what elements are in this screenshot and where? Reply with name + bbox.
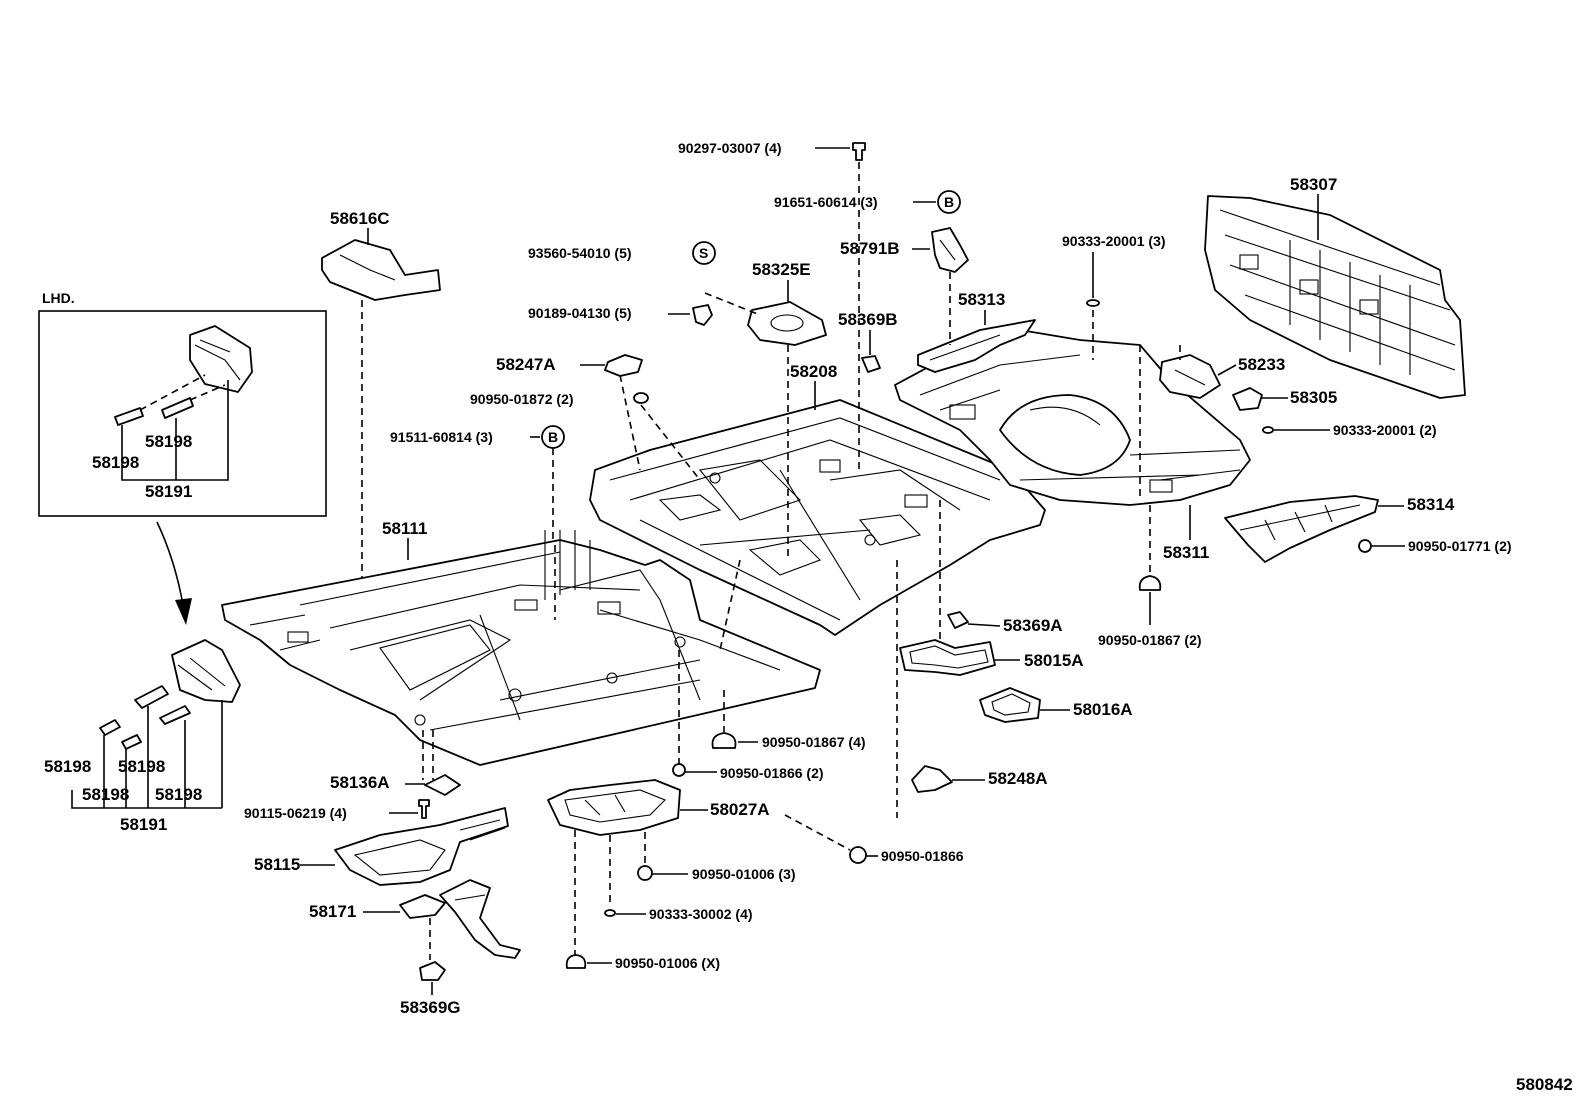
label-58305: 58305 [1290,388,1337,407]
bottom-left-bracket: 58198 58198 58198 58198 58191 [44,639,241,834]
part-58136A-shape [424,774,461,796]
part-90297-03007-shape [852,142,866,161]
label-90950-01867-2: 90950-01867 (2) [1098,632,1202,648]
label-58136A: 58136A [330,773,390,792]
label-58369B: 58369B [838,310,898,329]
symbol-b-1 [937,190,961,214]
part-90950-01866-2-shape [672,763,686,777]
part-90950-01867-2-shape [1138,575,1162,591]
lhd-inset: LHD. 58198 58198 58191 [38,290,327,517]
label-58171: 58171 [309,902,356,921]
figure-code: 580842 [1516,1075,1573,1094]
label-90950-01006-x: 90950-01006 (X) [615,955,720,971]
label-58027A: 58027A [710,800,770,819]
bl-58198-2: 58198 [118,757,165,776]
inset-arrow-head [175,598,192,625]
part-58171-shape [399,879,521,959]
label-90950-01771: 90950-01771 (2) [1408,538,1512,554]
label-58247A: 58247A [496,355,556,374]
part-58248A-shape [911,765,953,793]
label-90333-20001-2: 90333-20001 (2) [1333,422,1437,438]
part-58325E-shape [747,301,827,346]
symbol-s-letter: S [699,245,708,261]
part-58307-panel [1204,195,1466,399]
label-58208: 58208 [790,362,837,381]
symbol-b-2-letter: B [548,429,558,445]
label-90333-20001-3: 90333-20001 (3) [1062,233,1166,249]
part-58115-shape [334,807,509,886]
bl-58191: 58191 [120,815,167,834]
part-90333-20001-3-shape [1086,299,1100,307]
label-90950-01866-2: 90950-01866 (2) [720,765,824,781]
label-90950-01006-3: 90950-01006 (3) [692,866,796,882]
label-91511-60814: 91511-60814 (3) [390,429,493,445]
front-floor-pan-58111 [221,530,821,766]
label-90115-06219: 90115-06219 (4) [244,805,347,821]
symbol-b-1-letter: B [944,194,954,210]
part-90950-01006-3-shape [637,865,653,881]
center-floor-pan-58208 [589,399,1046,636]
label-90333-30002: 90333-30002 (4) [649,906,753,922]
part-90950-01867-4-shape [711,732,737,749]
part-90950-01872-shape [633,392,649,404]
part-90333-20001-2-shape [1262,426,1274,434]
part-58027A-shape [547,779,681,836]
bl-58198-1: 58198 [44,757,91,776]
part-90333-30002-shape [604,909,616,917]
part-58015A-shape [899,639,996,676]
part-58305-shape [1232,387,1263,411]
label-90950-01872: 90950-01872 (2) [470,391,574,407]
label-58325E: 58325E [752,260,811,279]
label-93560-54010: 93560-54010 (5) [528,245,632,261]
part-90115-06219-shape [418,799,430,819]
label-58233: 58233 [1238,355,1285,374]
part-58233-shape [1159,354,1221,399]
label-58311: 58311 [1163,543,1209,562]
part-58369B-shape [861,355,881,373]
part-58247A-shape [604,354,643,377]
label-90950-01866: 90950-01866 [881,848,964,864]
label-58369A: 58369A [1003,616,1063,635]
part-90950-01006-x-shape [565,954,587,969]
label-58791B: 58791B [840,239,900,258]
part-58313-shape [917,319,1036,373]
bl-58198-3: 58198 [82,785,129,804]
part-58369G-shape [419,961,446,981]
part-90950-01771-shape [1358,539,1372,553]
inset-arrow [156,521,184,606]
symbol-s [692,241,716,265]
label-90189-04130: 90189-04130 (5) [528,305,632,321]
label-58313: 58313 [958,290,1005,309]
inset-label-58191: 58191 [145,482,192,501]
inset-label-58198-a: 58198 [145,432,192,451]
label-91651-60614: 91651-60614 (3) [774,194,878,210]
part-58369A-shape [947,611,969,629]
label-58016A: 58016A [1073,700,1133,719]
label-58314: 58314 [1407,495,1455,514]
label-58115: 58115 [254,855,300,874]
part-58016A-shape [979,687,1041,723]
inset-label-58198-b: 58198 [92,453,139,472]
label-90297-03007: 90297-03007 (4) [678,140,782,156]
label-58307: 58307 [1290,175,1337,194]
part-58616C-shape [321,239,441,700]
label-58369G: 58369G [400,998,461,1017]
label-90950-01867-4: 90950-01867 (4) [762,734,866,750]
label-58616C: 58616C [330,209,390,228]
bl-58198-4: 58198 [155,785,202,804]
label-58248A: 58248A [988,769,1048,788]
part-58791B-shape [931,227,969,273]
part-90950-01866-shape [849,846,867,864]
inset-title: LHD. [42,290,75,306]
label-58111: 58111 [382,519,427,538]
part-58314-shape [1224,495,1379,563]
part-90189-04130-shape [692,304,713,326]
label-58015A: 58015A [1024,651,1084,670]
